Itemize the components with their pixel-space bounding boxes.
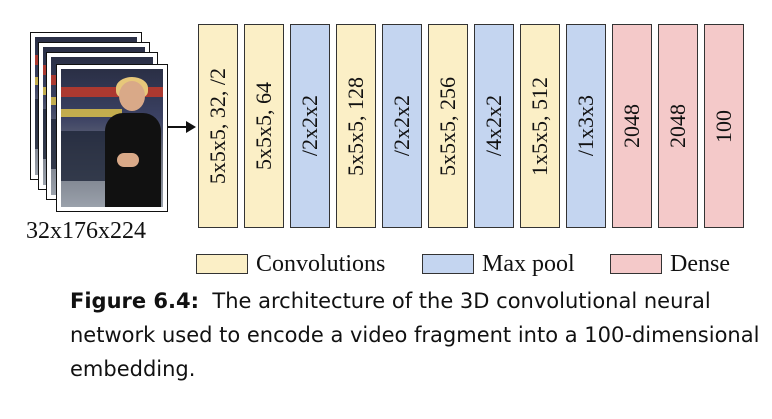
- layer-label: 100: [711, 109, 736, 143]
- caption-text: The architecture of the 3D convolutional…: [70, 289, 760, 381]
- layer-9: /1x3x3: [566, 24, 606, 228]
- presenter-hands: [117, 153, 139, 167]
- layer-label: /4x2x2: [481, 95, 506, 157]
- layer-label: /1x3x3: [573, 95, 598, 157]
- layer-10: 2048: [612, 24, 652, 228]
- layer-8: 1x5x5, 512: [520, 24, 560, 228]
- layer-label: 5x5x5, 128: [343, 76, 368, 176]
- layer-label: 1x5x5, 512: [527, 76, 552, 176]
- layer-3: /2x2x2: [290, 24, 330, 228]
- layer-4: 5x5x5, 128: [336, 24, 376, 228]
- layer-5: /2x2x2: [382, 24, 422, 228]
- arrow-head-icon: [186, 121, 196, 133]
- arrow-line: [168, 126, 190, 128]
- layer-6: 5x5x5, 256: [428, 24, 468, 228]
- video-frame-front: [56, 64, 168, 212]
- layer-label: 5x5x5, 32, /2: [205, 67, 230, 185]
- legend-swatch-dense: [610, 254, 662, 274]
- layer-label: /2x2x2: [297, 95, 322, 157]
- layer-label: 2048: [665, 104, 690, 148]
- legend-swatch-convolutions: [196, 254, 248, 274]
- legend-label-dense: Dense: [670, 251, 730, 277]
- figure-caption: Figure 6.4: The architecture of the 3D c…: [70, 284, 760, 386]
- layer-label: 2048: [619, 104, 644, 148]
- legend-label-max-pool: Max pool: [482, 251, 575, 277]
- layer-label: /2x2x2: [389, 95, 414, 157]
- input-dimensions-label: 32x176x224: [26, 218, 146, 244]
- layer-12: 100: [704, 24, 744, 228]
- layer-label: 5x5x5, 256: [435, 76, 460, 176]
- legend-label-convolutions: Convolutions: [256, 251, 386, 277]
- layer-label: 5x5x5, 64: [251, 82, 276, 170]
- presenter-head: [119, 81, 145, 111]
- layer-7: /4x2x2: [474, 24, 514, 228]
- layer-1: 5x5x5, 32, /2: [198, 24, 238, 228]
- caption-figure-number: Figure 6.4:: [70, 289, 200, 313]
- legend-swatch-max-pool: [422, 254, 474, 274]
- layer-11: 2048: [658, 24, 698, 228]
- layer-2: 5x5x5, 64: [244, 24, 284, 228]
